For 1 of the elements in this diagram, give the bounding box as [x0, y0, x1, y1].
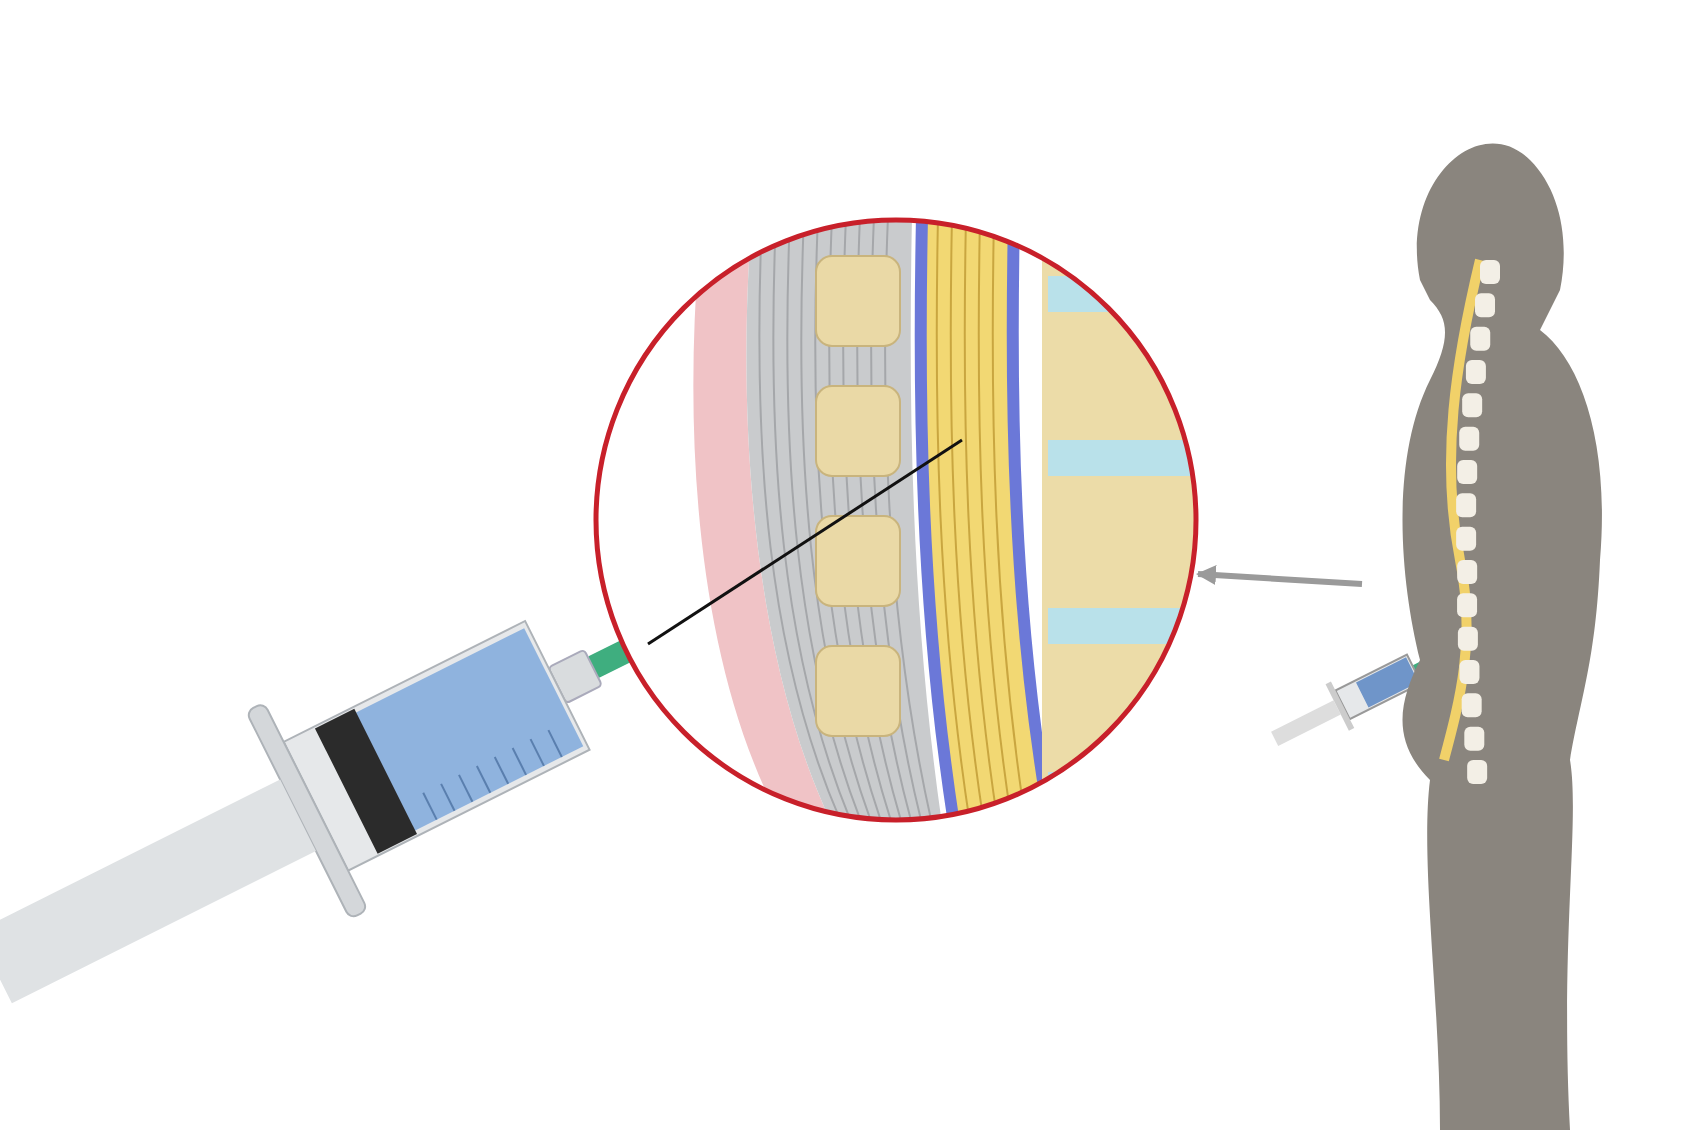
arrow: [1196, 565, 1363, 587]
